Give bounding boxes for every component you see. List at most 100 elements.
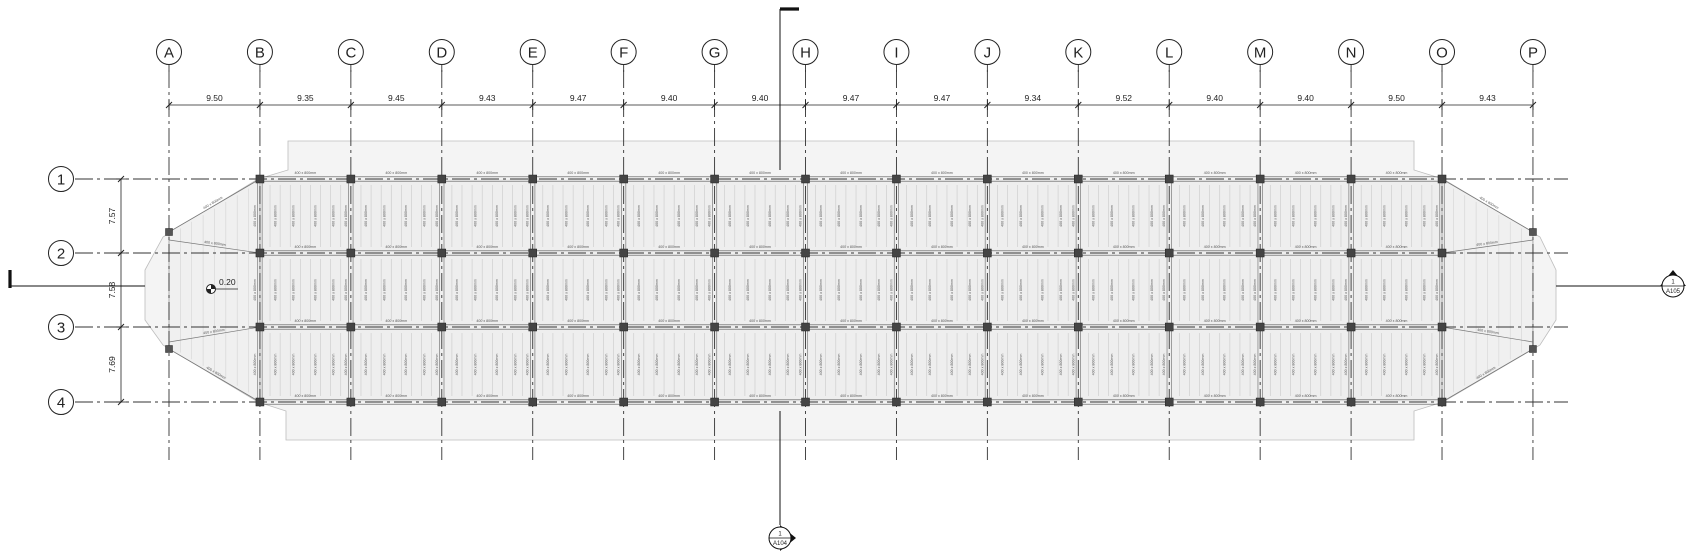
joist-label: 400 x 800mm <box>1292 354 1296 376</box>
column-square <box>892 248 901 258</box>
structural-columns <box>165 174 1537 407</box>
column-square <box>1074 174 1083 184</box>
column-square <box>1346 397 1356 407</box>
joist-label: 400 x 800mm <box>495 354 499 376</box>
joist-label: 400 x 800mm <box>889 205 893 227</box>
joist-label: 400 x 800mm <box>859 354 863 376</box>
joist-label: 400 x 800mm <box>1274 279 1278 301</box>
joist-label: 400 x 800mm <box>564 279 568 301</box>
grid-bubble-label: 4 <box>57 395 65 412</box>
dimension-value: 9.35 <box>297 93 314 103</box>
joist-label: 400 x 800mm <box>513 205 517 227</box>
beam-label: 400 x 800mm <box>567 394 589 398</box>
grid-bubble-g <box>701 39 728 65</box>
grid-bubble-label: I <box>894 45 898 62</box>
joist-label: 400 x 800mm <box>1019 205 1023 227</box>
joist-label: 400 x 800mm <box>435 205 439 227</box>
joist-label: 400 x 800mm <box>313 205 317 227</box>
column-square <box>528 174 537 184</box>
joist-label: 400 x 800mm <box>1344 205 1348 227</box>
dimension-value: 9.43 <box>479 93 496 103</box>
column-square <box>619 174 628 184</box>
joist-label: 400 x 800mm <box>1241 354 1245 376</box>
joist-label: 400 x 800mm <box>1092 279 1096 301</box>
dimension-value: 9.34 <box>1025 93 1042 103</box>
beam-label: 400 x 800mm <box>840 245 862 249</box>
joist-label: 400 x 800mm <box>768 354 772 376</box>
joist-label: 400 x 800mm <box>1292 205 1296 227</box>
joist-label: 400 x 800mm <box>1162 205 1166 227</box>
beam-label: 400 x 800mm <box>931 171 953 175</box>
grid-bubble-n <box>1338 39 1365 65</box>
joist-label: 400 x 800mm <box>1183 205 1187 227</box>
joist-label: 400 x 800mm <box>928 354 932 376</box>
column-square <box>1164 174 1174 184</box>
beam-label: 400 x 800mm <box>1022 171 1044 175</box>
beam-label: 400 x 800mm <box>1295 171 1317 175</box>
joist-label: 400 x 800mm <box>1019 354 1023 376</box>
joist-label: 400 x 800mm <box>1423 354 1427 376</box>
beam-label: 400 x 800mm <box>295 245 317 249</box>
joist-label: 400 x 800mm <box>331 354 335 376</box>
joist-label: 400 x 800mm <box>877 354 881 376</box>
joist-label: 400 x 800mm <box>313 279 317 301</box>
joist-label: 400 x 800mm <box>837 354 841 376</box>
dimension-value: 9.40 <box>1206 93 1223 103</box>
beam-label: 400 x 800mm <box>658 171 680 175</box>
joist-label: 400 x 800mm <box>968 354 972 376</box>
joist-label: 400 x 800mm <box>1404 279 1408 301</box>
joist-label: 400 x 800mm <box>837 205 841 227</box>
joist-label: 400 x 800mm <box>1435 354 1439 376</box>
joist-label: 400 x 800mm <box>819 354 823 376</box>
grid-bubble-3 <box>48 314 74 340</box>
dimension-tick <box>893 101 900 109</box>
joist-label: 400 x 800mm <box>455 279 459 301</box>
beam-label: 400 x 800mm <box>931 394 953 398</box>
joist-label: 400 x 800mm <box>273 279 277 301</box>
joist-label: 400 x 800mm <box>980 205 984 227</box>
joist-label: 400 x 800mm <box>877 205 881 227</box>
joist-label: 400 x 800mm <box>291 354 295 376</box>
column-square <box>255 397 265 407</box>
column-square <box>528 322 537 332</box>
grid-bubble-h <box>792 39 819 65</box>
joist-label: 400 x 800mm <box>526 279 530 301</box>
section-tag-number: 1 <box>1671 280 1675 286</box>
column-square <box>710 397 719 407</box>
joist-label: 400 x 800mm <box>728 205 732 227</box>
joist-label: 400 x 800mm <box>1001 279 1005 301</box>
joist-label: 400 x 800mm <box>677 205 681 227</box>
column-square <box>983 174 992 184</box>
beam-label: 400 x 800mm <box>931 319 953 323</box>
dimension-tick <box>117 323 125 331</box>
grid-bubble-k <box>1065 39 1092 65</box>
joist-label: 400 x 800mm <box>637 205 641 227</box>
grid-bubble-label: 3 <box>57 320 65 337</box>
joist-label: 400 x 800mm <box>786 354 790 376</box>
joist-label: 400 x 800mm <box>526 354 530 376</box>
joist-label: 400 x 800mm <box>1162 279 1166 301</box>
joist-label: 400 x 800mm <box>1332 354 1336 376</box>
joist-layer: 400 x 800mm 400 x 800mm 400 x 800mm 400 x 8… <box>180 185 1522 396</box>
grid-bubble-f <box>610 39 637 65</box>
beam-label: 400 x 800mm <box>1386 245 1408 249</box>
dimension-value: 9.40 <box>752 93 769 103</box>
diagonal-beam-label: 400 x 800mm <box>203 328 225 335</box>
joist-label: 400 x 800mm <box>968 205 972 227</box>
joist-label: 400 x 800mm <box>1344 279 1348 301</box>
joist-label: 400 x 800mm <box>344 354 348 376</box>
beam-label: 400 x 800mm <box>749 245 771 249</box>
slab-outline <box>144 140 1557 441</box>
column-square <box>437 174 447 184</box>
joist-label: 400 x 800mm <box>1404 205 1408 227</box>
joist-label: 400 x 800mm <box>1332 279 1336 301</box>
joist-label: 400 x 800mm <box>837 279 841 301</box>
grid-bubble-a <box>156 39 182 65</box>
joist-label: 400 x 800mm <box>786 279 790 301</box>
joist-label: 400 x 800mm <box>655 354 659 376</box>
beam-label: 400 x 800mm <box>567 319 589 323</box>
dimension-tick <box>1529 101 1537 109</box>
column-square <box>346 397 356 407</box>
joist-label: 400 x 800mm <box>382 205 386 227</box>
dimension-value: 7.69 <box>107 356 117 373</box>
